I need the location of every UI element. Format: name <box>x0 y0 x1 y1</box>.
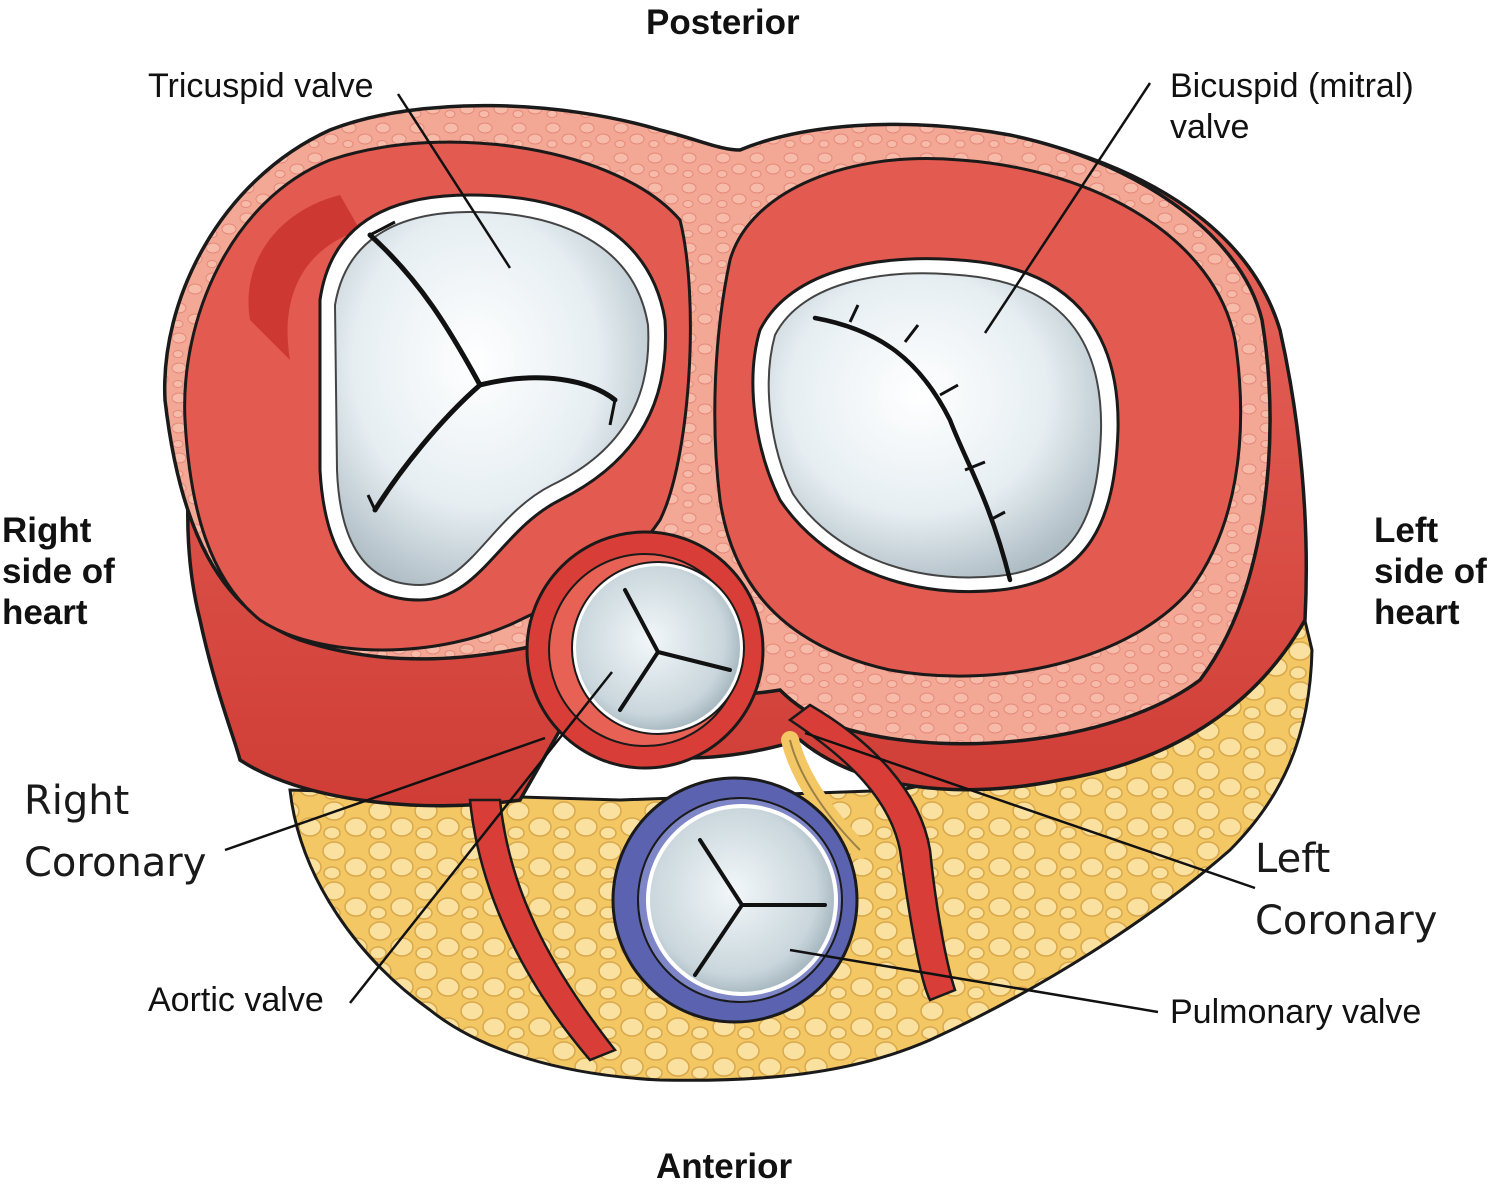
left-coronary-artery <box>787 703 957 1002</box>
left-coronary-label: Left Coronary <box>1255 836 1438 944</box>
leader-lines <box>224 82 1256 1014</box>
pulmonary-valve-label: Pulmonary valve <box>1170 993 1422 1031</box>
right-side-label: Right side of heart <box>2 511 115 632</box>
pulmonary-leader <box>789 948 1159 1014</box>
left-coronary-leader <box>804 731 1256 890</box>
tricuspid-valve-label: Tricuspid valve <box>148 67 374 105</box>
aortic-valve-label: Aortic valve <box>148 981 324 1019</box>
tricuspid-leader <box>396 93 512 269</box>
right-coronary-artery <box>468 798 618 1062</box>
tricuspid-valve-leaflets <box>333 210 650 587</box>
bicuspid-leader <box>983 82 1152 334</box>
bicuspid-valve-leaflets <box>767 272 1103 579</box>
bicuspid-valve-label: Bicuspid (mitral) valve <box>1170 67 1414 146</box>
aortic-leader <box>349 671 613 1004</box>
right-coronary-label: Right Coronary <box>24 778 207 886</box>
left-side-label: Left side of heart <box>1374 511 1487 632</box>
pulmonary-valve-leaflets <box>650 808 834 992</box>
right-coronary-leader <box>224 736 546 852</box>
posterior-label: Posterior <box>646 3 800 42</box>
anterior-label: Anterior <box>656 1147 793 1186</box>
